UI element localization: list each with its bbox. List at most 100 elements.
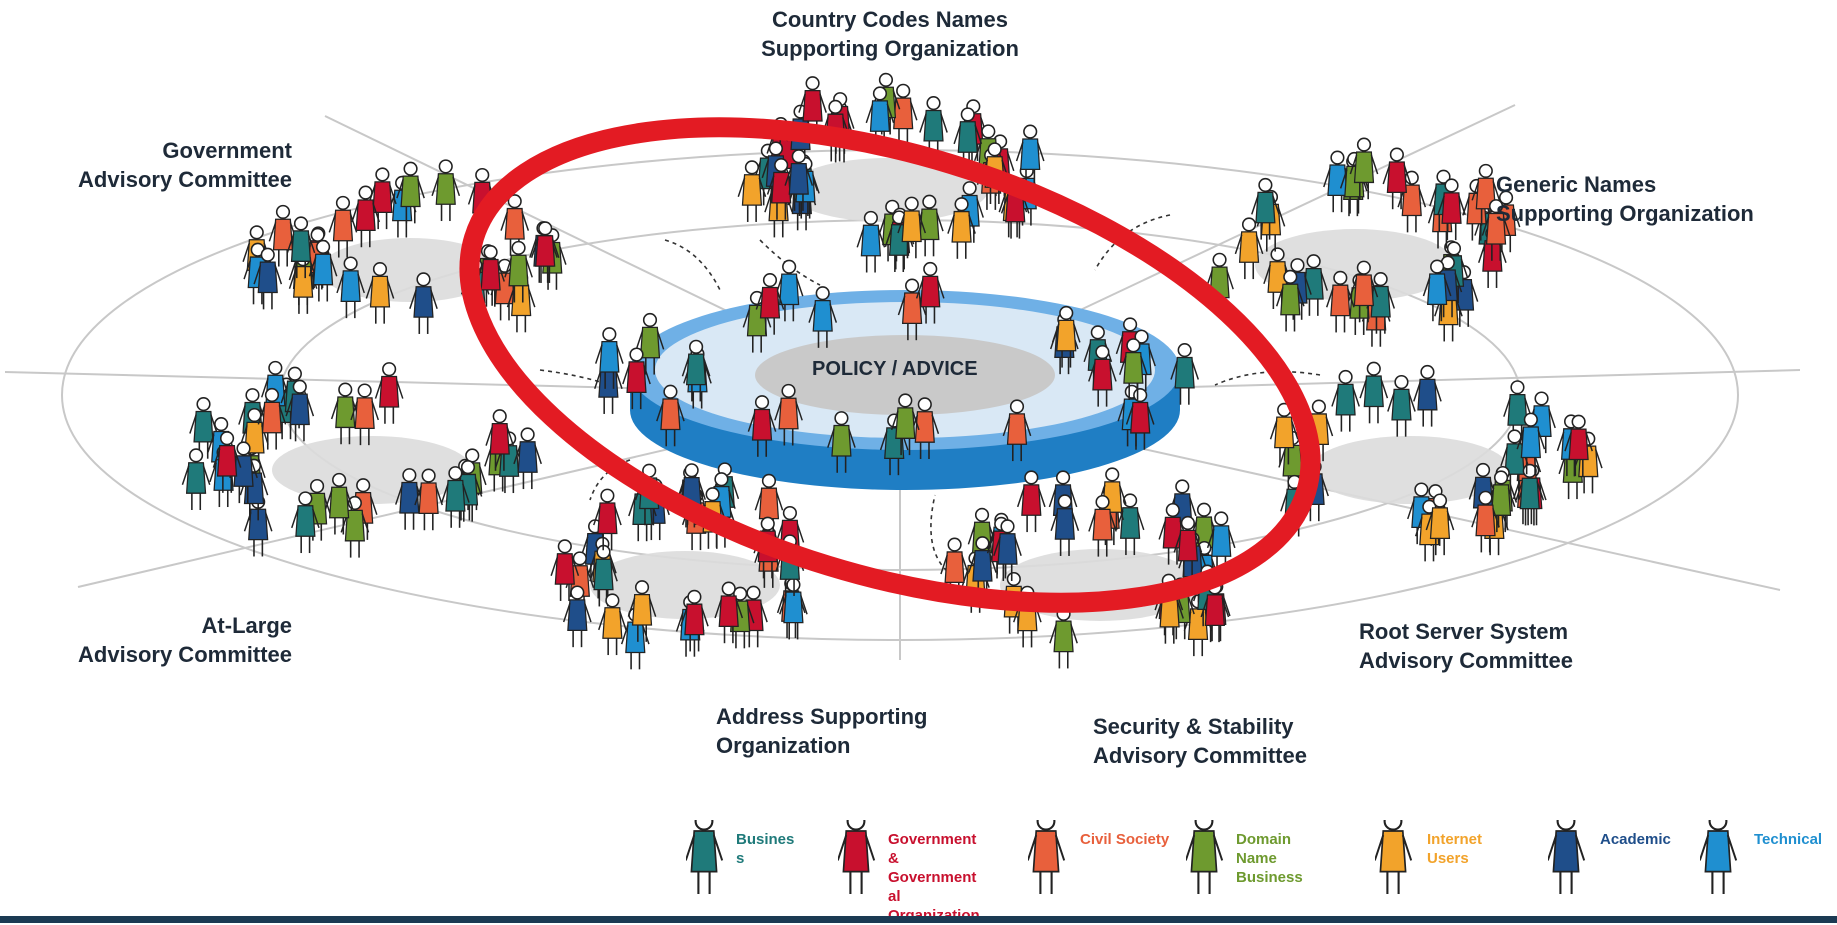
person-figure (328, 195, 358, 258)
table-rssac (1310, 436, 1510, 504)
person-figure (593, 488, 622, 551)
person-figure (212, 431, 242, 493)
person-figure (476, 245, 505, 307)
person-figure (286, 216, 316, 279)
person-figure (1269, 402, 1299, 465)
person-figure (562, 585, 592, 648)
person-figure (431, 159, 461, 222)
label-ssac-line1: Security & Stability (1093, 714, 1294, 739)
person-figure (1173, 515, 1203, 578)
person-figure (1051, 305, 1081, 368)
person-figure (1115, 493, 1145, 556)
person-figure (737, 160, 767, 222)
person-figure (1325, 270, 1355, 333)
person-figure (1700, 820, 1738, 894)
person-figure (827, 411, 856, 473)
person-figure (865, 86, 895, 149)
label-alac: At-Large Advisory Committee (40, 611, 292, 669)
technical-person-icon (1700, 820, 1738, 894)
group-tables (272, 158, 1510, 621)
person-figure (890, 393, 920, 456)
label-rssac: Root Server System Advisory Committee (1359, 617, 1573, 675)
label-gac-line1: Government (162, 138, 292, 163)
label-ccnso: Country Codes Names Supporting Organizat… (700, 5, 1080, 63)
label-ccnso-line1: Country Codes Names (772, 7, 1008, 32)
label-gac: Government Advisory Committee (40, 136, 292, 194)
person-figure (747, 395, 777, 457)
legend-domain-name-business-label: Domain Name Business (1236, 831, 1303, 886)
label-rssac-line1: Root Server System (1359, 619, 1569, 644)
person-figure (351, 185, 380, 248)
label-gnso: Generic Names Supporting Organization (1496, 170, 1754, 228)
person-figure (257, 387, 287, 450)
person-figure (755, 273, 785, 335)
person-figure (1186, 820, 1224, 894)
person-figure (253, 247, 283, 310)
highlight-ring (459, 117, 1321, 613)
person-figure (1088, 344, 1117, 407)
person-figure (940, 537, 969, 600)
person-figure (635, 312, 665, 375)
person-figure (1471, 163, 1501, 226)
label-alac-line2: Advisory Committee (78, 642, 292, 667)
person-figure (324, 472, 354, 535)
government-person-icon (838, 820, 876, 894)
person-figure (1349, 137, 1379, 200)
person-figure (1425, 493, 1455, 556)
person-figure (330, 382, 360, 445)
person-figure (1251, 177, 1280, 240)
person-figure (993, 519, 1022, 581)
person-figure (365, 261, 395, 324)
person-figure (530, 221, 560, 283)
person-figure (336, 256, 365, 319)
person-figure (919, 96, 948, 158)
person-figure (308, 239, 338, 302)
legend-academic-label: Academic (1600, 831, 1671, 848)
person-figure (1387, 374, 1416, 437)
person-figure (1275, 269, 1305, 332)
label-aso: Address Supporting Organization (716, 702, 927, 760)
person-figure (1125, 388, 1155, 450)
person-figure (485, 409, 515, 471)
label-aso-line2: Organization (716, 733, 851, 758)
person-figure (1437, 178, 1466, 241)
person-figure (1548, 820, 1586, 894)
person-figure (1015, 124, 1045, 187)
legend-internet-users-label: Internet Users (1427, 831, 1483, 867)
label-rssac-line2: Advisory Committee (1359, 648, 1573, 673)
person-figure (1028, 820, 1066, 894)
person-figure (1002, 399, 1032, 462)
person-figure (627, 580, 657, 642)
person-figure (680, 589, 709, 652)
person-figure (798, 76, 827, 138)
person-figure (594, 327, 624, 389)
academic-person-icon (1548, 820, 1586, 894)
person-figure (504, 240, 533, 303)
person-figure (897, 196, 927, 259)
civil-society-person-icon (1028, 820, 1066, 894)
person-figure (414, 468, 443, 531)
person-figure (1323, 150, 1352, 213)
person-figure (374, 362, 404, 424)
person-figure (766, 158, 796, 220)
person-figure (350, 383, 380, 446)
person-figure (1349, 260, 1379, 323)
person-figure (622, 347, 651, 410)
person-figure (1170, 343, 1199, 405)
label-aso-line1: Address Supporting (716, 704, 928, 729)
legend-technical-label: Technical (1754, 831, 1823, 848)
person-figure (1481, 199, 1511, 261)
label-alac-line1: At-Large (201, 613, 292, 638)
person-figure (681, 339, 711, 402)
person-figure (1486, 470, 1516, 533)
person-figure (589, 544, 618, 607)
label-ccnso-line2: Supporting Organization (761, 36, 1019, 61)
person-figure (1331, 369, 1360, 432)
person-figure (396, 161, 425, 224)
person-figure (774, 259, 804, 322)
person-figure (409, 272, 438, 334)
person-figure (947, 197, 976, 259)
policy-advice-label: POLICY / ADVICE (812, 358, 978, 380)
person-figure (1088, 494, 1117, 557)
